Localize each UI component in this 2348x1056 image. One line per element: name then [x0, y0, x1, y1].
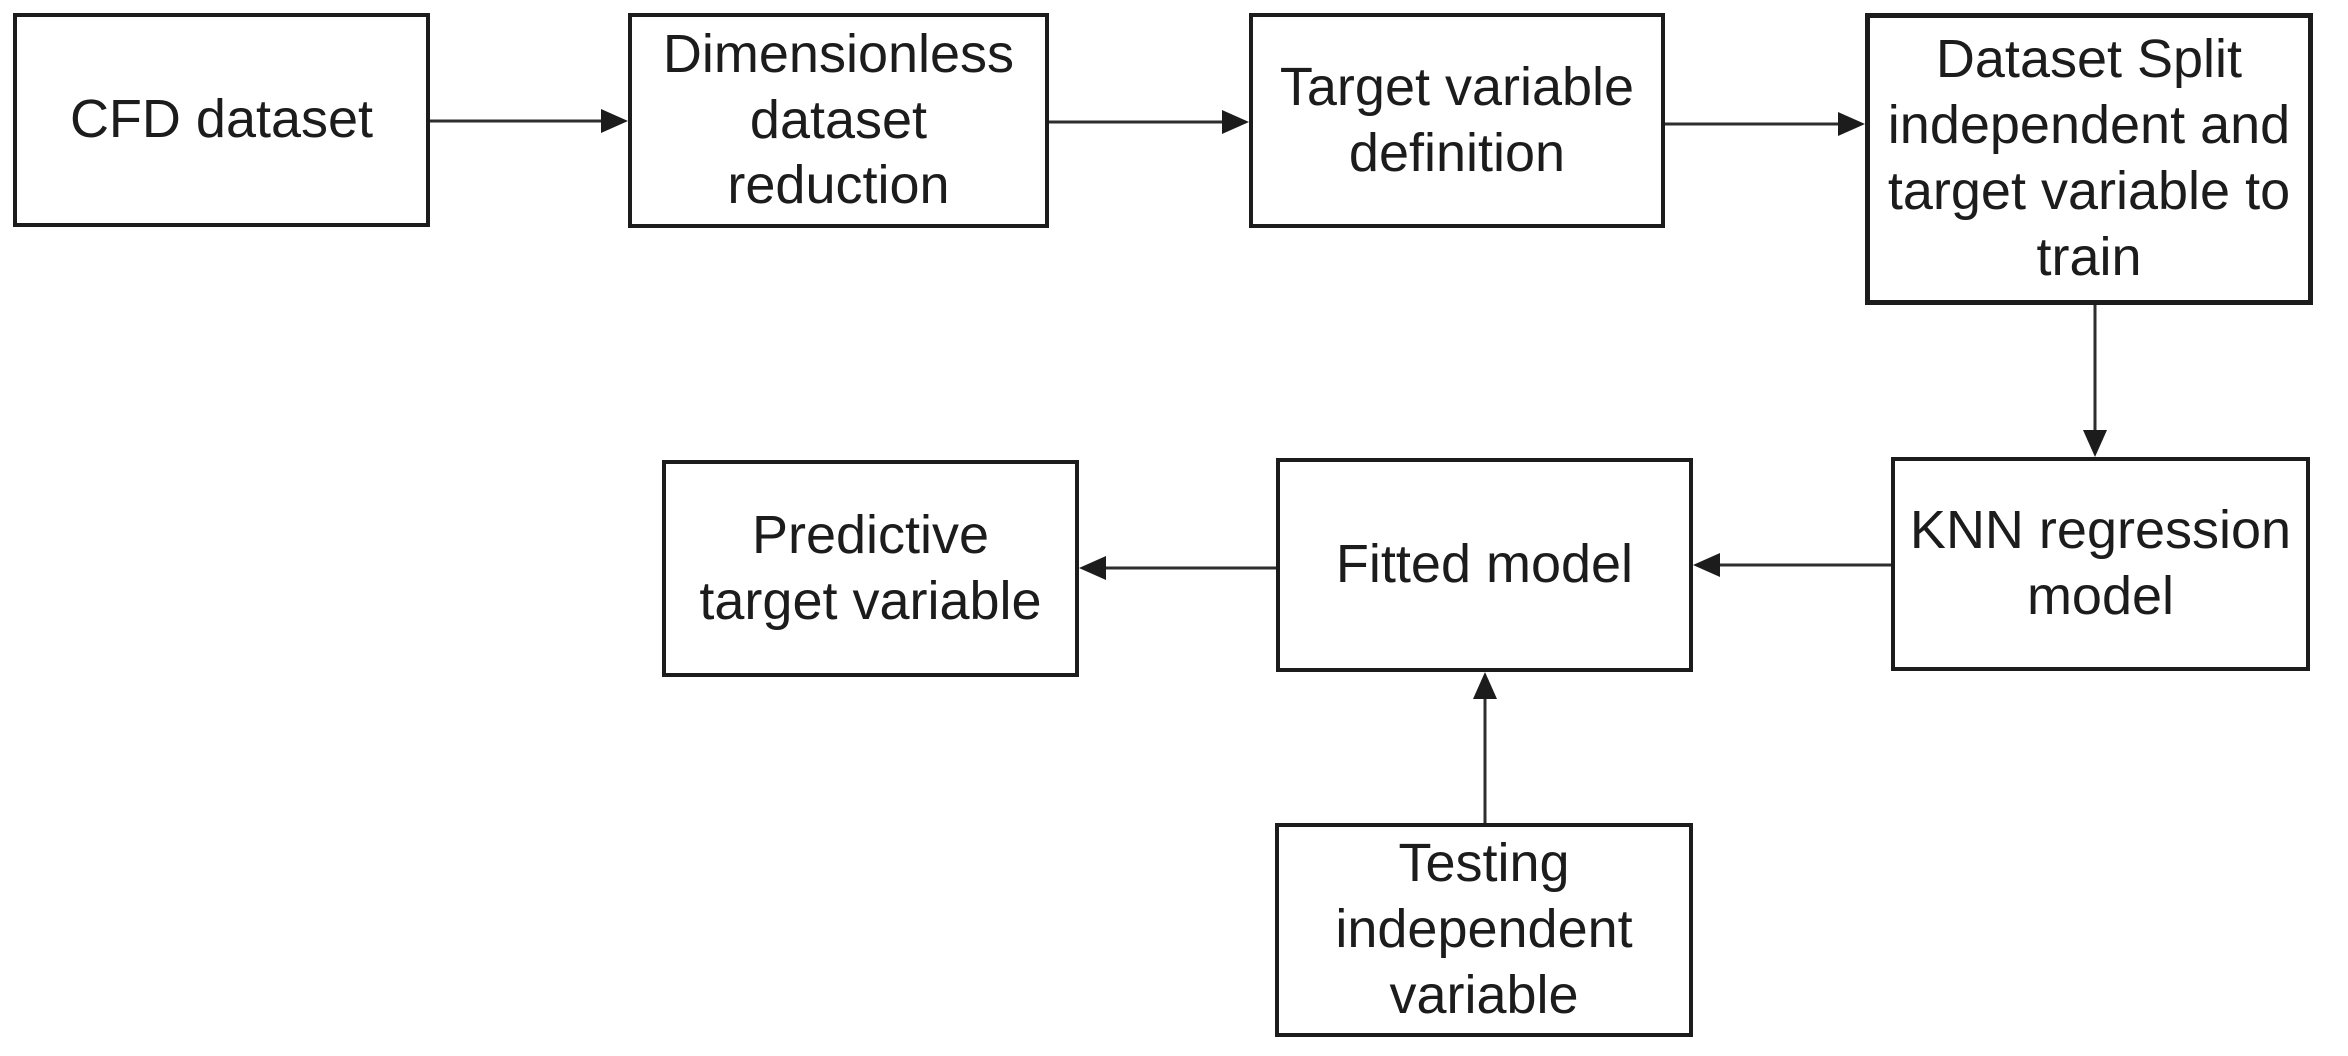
edge-testing-to-fitted-arrow	[1473, 672, 1497, 823]
edge-fitted-to-predictive-arrow	[1079, 556, 1276, 580]
node-cfd-dataset: CFD dataset	[13, 13, 430, 227]
node-predictive-target-variable: Predictive target variable	[662, 460, 1079, 677]
node-fitted-model: Fitted model	[1276, 458, 1693, 672]
node-knn-regression-model: KNN regression model	[1891, 457, 2310, 671]
edge-knn-to-fitted-arrow	[1693, 553, 1891, 577]
edge-dimensionless-to-target-arrow	[1049, 110, 1249, 134]
node-dataset-split: Dataset Split independent and target var…	[1865, 13, 2313, 305]
node-dimensionless-dataset-reduction: Dimensionless dataset reduction	[628, 13, 1049, 228]
edge-split-to-knn-arrow	[2083, 305, 2107, 457]
edge-cfd-to-dimensionless-arrow	[430, 109, 628, 133]
node-testing-independent-variable: Testing independent variable	[1275, 823, 1693, 1037]
node-target-variable-definition: Target variable definition	[1249, 13, 1665, 228]
edge-target-to-split-arrow	[1665, 112, 1865, 136]
